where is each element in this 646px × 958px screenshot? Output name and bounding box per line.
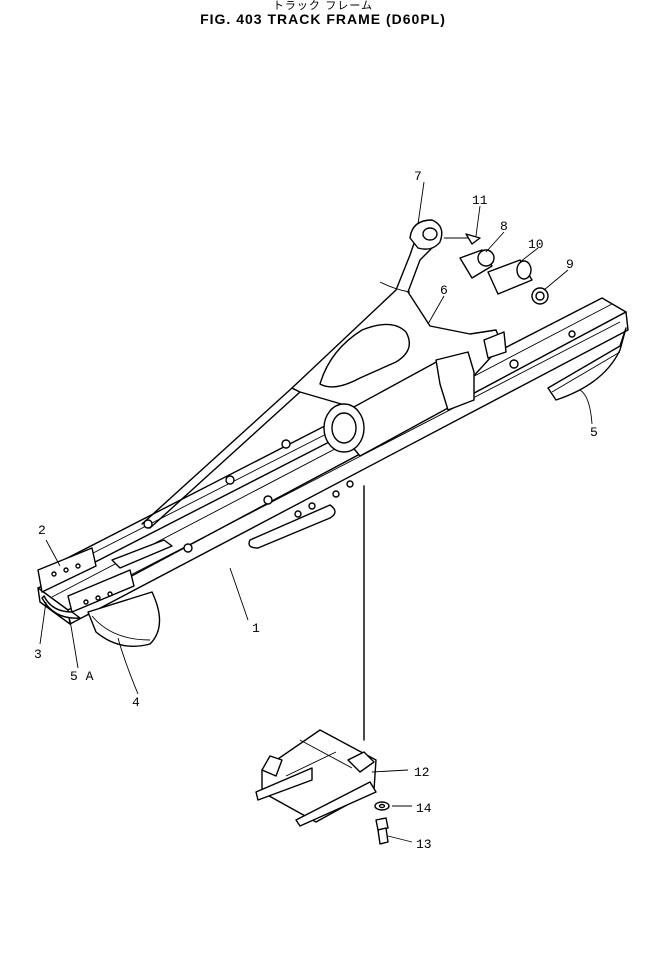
callout-12: 12: [414, 765, 430, 780]
front-guard: [37, 539, 173, 647]
rear-guard: [547, 327, 627, 401]
callout-8: 8: [500, 219, 508, 234]
leader-lines: [39, 181, 593, 843]
callout-11: 11: [472, 193, 488, 208]
figure-subtitle-japanese: トラック フレーム: [272, 0, 374, 12]
washer-and-bolt: [374, 801, 390, 845]
cross-shaft: [323, 331, 507, 457]
callout-1: 1: [252, 621, 260, 636]
callout-5: 5: [590, 425, 598, 440]
support-bracket: [255, 729, 377, 827]
callout-13: 13: [416, 837, 432, 852]
callout-10: 10: [528, 237, 544, 252]
callout-2: 2: [38, 523, 46, 538]
callout-6: 6: [440, 283, 448, 298]
callout-4: 4: [132, 695, 140, 710]
callout-14: 14: [416, 801, 432, 816]
callout-7: 7: [414, 169, 422, 184]
callout-9: 9: [566, 257, 574, 272]
callout-5a: 5 A: [70, 669, 94, 684]
callout-3: 3: [34, 647, 42, 662]
pivot-assembly: [409, 219, 549, 305]
figure-title: FIG. 403 TRACK FRAME (D60PL): [200, 11, 446, 27]
